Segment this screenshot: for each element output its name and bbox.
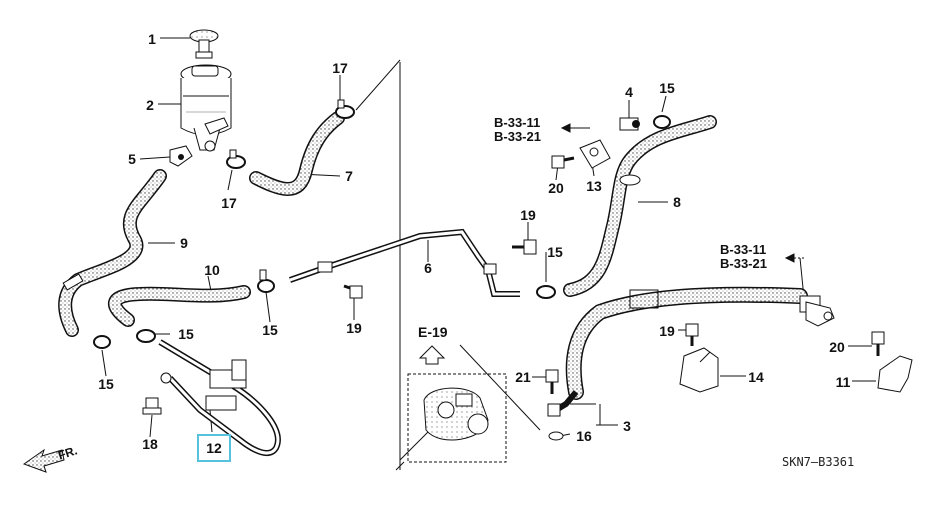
bolt-20-upper-part [551, 155, 575, 169]
part-label-15-left: 15 [178, 326, 194, 342]
clamp-15-mid-part [257, 269, 275, 293]
part-label-11: 11 [835, 374, 851, 390]
hose-3-part [547, 286, 808, 417]
highlighted-part-12-callout[interactable]: 12 [197, 434, 231, 462]
reference-line: E-19 [418, 324, 448, 340]
part-label-13: 13 [586, 178, 602, 194]
bolt-19-upper-part [512, 239, 537, 255]
reference-b33-left[interactable]: B-33-11 B-33-21 [494, 116, 541, 144]
part-label-7: 7 [345, 168, 353, 184]
hose-end-fitting-part [799, 295, 835, 327]
bracket-11-part [877, 355, 913, 393]
clamp-17-top-part [335, 99, 355, 119]
reference-b33-right[interactable]: B-33-11 B-33-21 [720, 243, 767, 271]
part-label-10: 10 [204, 262, 220, 278]
part-label-15-mid: 15 [262, 322, 278, 338]
part-label-15-top-right: 15 [659, 80, 675, 96]
reference-line: B-33-21 [494, 129, 541, 144]
washer-16-part [548, 431, 564, 441]
clamp-15-right-part [653, 115, 671, 129]
part-label-4: 4 [625, 84, 633, 100]
clamp-17-lower-part [226, 149, 246, 169]
reference-line: B-33-11 [494, 115, 541, 130]
part-label-19-lower: 19 [346, 320, 362, 336]
clamp-15-center-part [536, 285, 556, 299]
part-label-8: 8 [673, 194, 681, 210]
bolt-18-part [142, 397, 162, 415]
reference-line: B-33-21 [720, 256, 767, 271]
bolt-19-right-part [685, 323, 699, 346]
part-label-6: 6 [424, 260, 432, 276]
reference-e19[interactable]: E-19 [418, 325, 448, 339]
part-label-15-center: 15 [547, 244, 563, 260]
part-label-21: 21 [515, 369, 531, 385]
fitting-4-part [619, 117, 640, 131]
part-label-17-top: 17 [332, 60, 348, 76]
bolt-21-part [545, 369, 559, 394]
hose-7-part [249, 111, 345, 196]
part-label-19-right: 19 [659, 323, 675, 339]
hose-8-part [563, 115, 717, 297]
part-label-20-right: 20 [829, 339, 845, 355]
bracket-13-part [579, 139, 611, 169]
part-label-3: 3 [623, 418, 631, 434]
pipe-12-part [158, 339, 281, 457]
part-label-18: 18 [142, 436, 158, 452]
part-label-1: 1 [148, 31, 156, 47]
part-label-16: 16 [576, 428, 592, 444]
part-label-5: 5 [128, 151, 136, 167]
part-label-19-upper: 19 [520, 207, 536, 223]
reference-line: B-33-11 [720, 242, 767, 257]
hose-9-part [58, 169, 167, 337]
part-label-17-lower: 17 [221, 195, 237, 211]
part-label-20-upper: 20 [548, 180, 564, 196]
part-label-12: 12 [206, 440, 222, 456]
clamp-15-left-part [93, 329, 156, 349]
bracket-14-part [679, 347, 719, 393]
hose-10-part [108, 285, 251, 327]
part-label-15-far-left: 15 [98, 376, 114, 392]
bolt-19-lower-part [343, 284, 363, 299]
pump-detail-box [407, 373, 507, 463]
diagram-code: SKN7—B3361 [782, 455, 855, 469]
reservoir-tank-part [180, 64, 232, 152]
pipe-6-part [289, 228, 520, 297]
part-label-2: 2 [146, 97, 154, 113]
up-arrow-icon [418, 345, 446, 365]
part-label-14: 14 [748, 369, 764, 385]
bolt-20-right-part [871, 331, 885, 356]
part-label-9: 9 [180, 235, 188, 251]
reservoir-cap-part [189, 29, 219, 59]
front-direction-arrow-icon [22, 448, 65, 473]
reservoir-bracket-part [169, 145, 193, 167]
